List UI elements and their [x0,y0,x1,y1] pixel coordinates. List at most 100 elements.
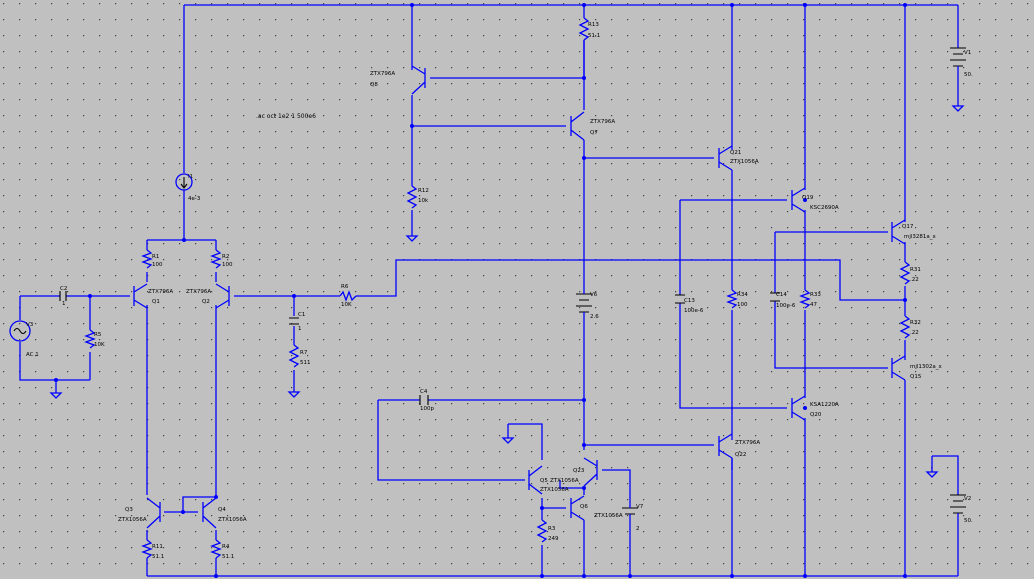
resistors [84,17,911,559]
label-q1-name: Q1 [152,299,160,305]
label-r1-name: R1 [152,254,159,260]
label-q8-model: ZTX796A [370,71,395,77]
current-source-i1 [175,173,193,191]
label-q6-model: ZTX1056A [594,513,623,519]
label-c2-name: C2 [60,286,67,292]
label-c1-name: C1 [298,312,305,318]
labels: .ac oct 1e2 1 500e6 R13 51.1 ZTX796A Q8 … [26,22,973,560]
label-i1-value: 4e-3 [188,196,201,202]
label-r13-value: 51.1 [588,33,600,39]
battery-v7 [622,500,638,526]
resistor-r6 [339,290,357,302]
wires [19,4,959,577]
label-v7-name: V7 [636,504,644,510]
label-q4-name: Q4 [218,507,226,513]
label-r31-value: .22 [910,277,919,283]
capacitor-c1 [289,317,299,325]
resistor-r13 [578,17,590,41]
label-v7-value: 2 [636,526,640,532]
label-c13-value: 100e-6 [684,308,704,314]
resistor-r2 [210,249,222,269]
label-c4-name: C4 [420,389,428,395]
capacitor-c14 [770,292,780,302]
label-r11-value: 51.1 [152,554,164,560]
label-r11-name: R11 [152,544,163,550]
label-q3-name: Q3 [125,507,133,513]
resistor-r4 [210,539,222,559]
label-q15-model: mjl1302a_x [910,364,943,370]
label-r2-name: R2 [222,254,229,260]
label-r7-name: R7 [300,350,308,356]
label-r3-name: R3 [548,526,556,532]
resistor-r34 [726,289,738,309]
label-q4-model: ZTX1056A [218,517,247,523]
label-q7-name: Q7 [590,130,598,136]
label-q5-model: ZTX1056A [540,487,569,493]
label-q15-name: Q15 [910,374,922,380]
label-c13-name: C13 [684,298,695,304]
label-r32-value: .22 [910,330,919,336]
label-r12-name: R12 [418,188,429,194]
label-q22-name: Q22 [735,452,746,458]
transistor-q20 [791,395,806,421]
label-r7-value: 511 [300,360,311,366]
transistor-q4 [202,497,217,529]
label-r6-value: 10K [341,302,352,308]
transistor-q2 [215,283,230,309]
label-q7-model: ZTX796A [590,119,615,125]
label-q2-model: ZTX796A [186,289,211,295]
label-v3-name: V3 [26,322,34,328]
resistor-r33 [799,289,811,309]
resistor-r12 [406,185,418,209]
label-q17-name: Q17 [902,224,914,230]
capacitor-c13 [675,294,685,304]
label-c2-value: 1 [62,301,66,307]
transistor-q21 [718,145,733,171]
label-q2-name: Q2 [202,299,210,305]
label-r31-name: R31 [910,267,921,273]
label-v2-value: 50. [964,518,973,524]
label-q5-name: Q5 [540,478,548,484]
capacitor-c2 [56,291,90,301]
label-q21-model: ZTX1056A [730,159,759,165]
label-q23-model: ZTX1056A [550,478,579,484]
resistor-r31 [899,261,911,285]
label-r12-value: 10k [418,198,429,204]
transistor-q1 [133,283,148,309]
label-c4-value: 100p [420,406,434,412]
label-q17-model: mjl3281a_x [904,234,937,240]
label-r2-value: 100 [222,262,233,268]
resistor-r7 [288,344,300,368]
label-r6-name: R6 [341,284,349,290]
spice-directive: .ac oct 1e2 1 500e6 [256,113,316,120]
label-r4-value: 51.1 [222,554,234,560]
resistor-r3 [536,519,548,543]
sources [9,47,966,526]
resistor-r32 [899,315,911,339]
label-q1-model: ZTX796A [148,289,173,295]
battery-v1 [950,47,966,72]
label-v6-name: V6 [590,292,598,298]
label-r3-value: 249 [548,536,559,542]
transistors [133,65,906,529]
label-q23-name: Q23 [573,468,585,474]
label-r5-name: R5 [94,332,102,338]
label-c14-name: C14 [776,292,787,298]
label-v1-value: 50. [964,72,973,78]
label-r1-value: 100 [152,262,163,268]
resistor-r5 [84,329,96,349]
label-v2-name: V2 [964,496,971,502]
label-q22-model: ZTX796A [735,440,760,446]
transistor-q3 [146,497,161,529]
transistor-q23 [583,457,598,487]
label-r34-value: 100 [737,302,748,308]
label-c1-value: 1 [298,326,302,332]
label-r33-name: R33 [810,292,821,298]
battery-v2 [950,494,966,525]
label-q20-model: KSA1220A [810,402,839,408]
label-v3-value: AC 1 [26,352,39,358]
label-q8-name: Q8 [370,82,378,88]
label-v6-value: 2.6 [590,314,599,320]
